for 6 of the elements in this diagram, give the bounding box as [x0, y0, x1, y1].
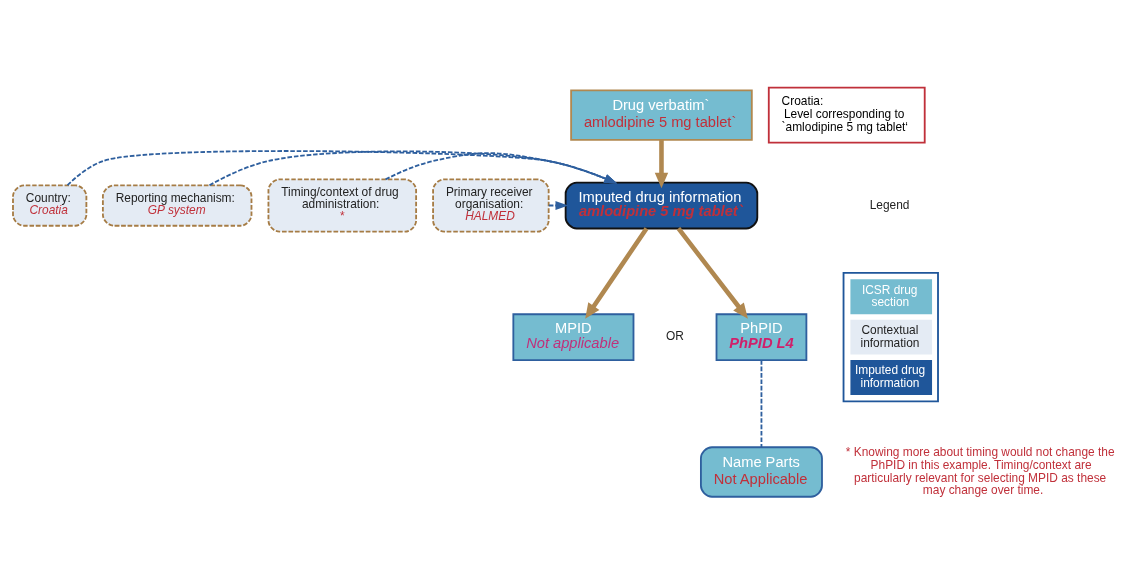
label: * Knowing more about timing would not change the PhPID in this example. Timing/context are particularly relevant for selecting MPID as these may change over time.: [845, 444, 1115, 497]
label: Legend: [869, 197, 910, 212]
label: OR: [666, 328, 684, 343]
legend-label: Imputed drug information: [855, 362, 926, 390]
legend-label: ICSR drug section: [861, 281, 918, 309]
legend-label: Contextual information: [860, 322, 920, 350]
